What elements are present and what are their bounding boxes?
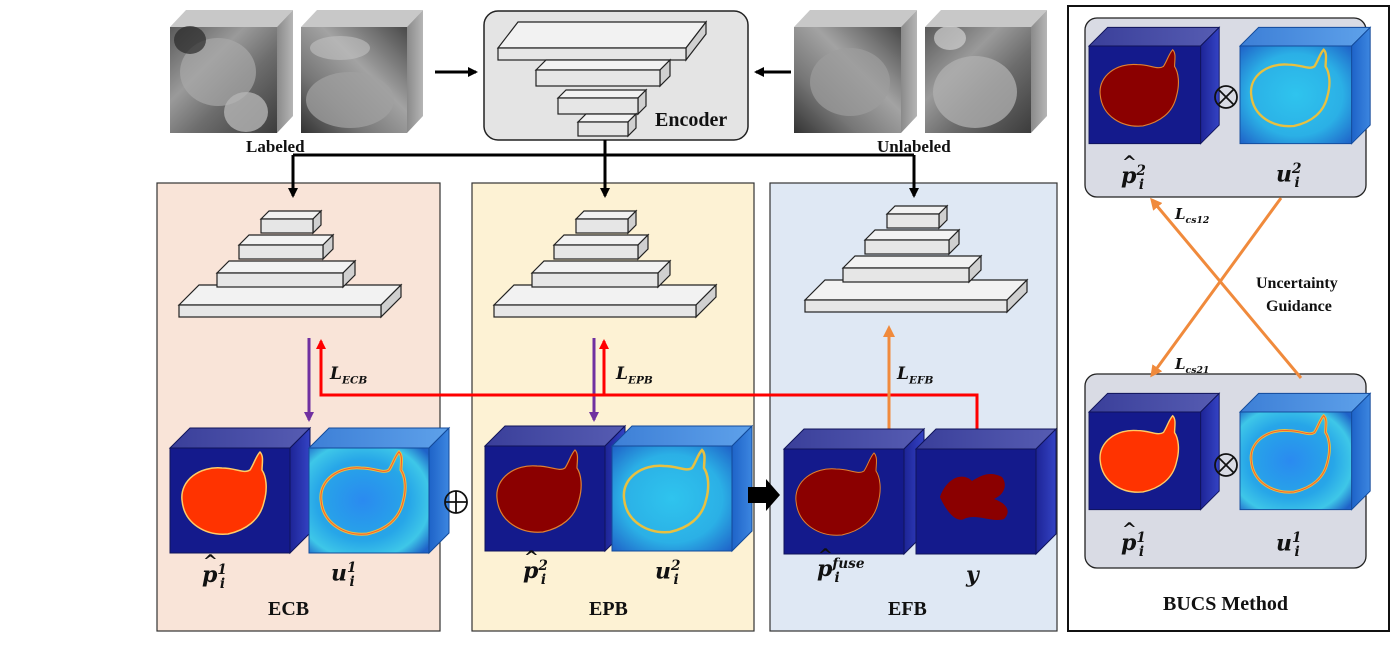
bucs-bottom-uncertainty-cube (1239, 392, 1371, 511)
epb-uncertainty-cube (611, 425, 753, 552)
ecb-prediction-label: p1i (202, 551, 227, 591)
tensor-product-operator-bottom (1214, 453, 1238, 477)
bucs-top-uncertainty-cube (1239, 26, 1371, 145)
uncertainty-guidance-label-line1: Uncertainty (1256, 275, 1338, 292)
supervision-line (316, 339, 979, 431)
bucs-method-title: BUCS Method (1163, 593, 1289, 615)
efb-name: EFB (888, 598, 927, 620)
ecb-loss-label: LECB (330, 364, 368, 387)
bucs-bottom-prediction-label: p1i (1121, 519, 1146, 559)
cs12-arrow (1150, 197, 1303, 379)
unlabeled-label: Unlabeled (877, 137, 951, 156)
encoder-layers (496, 20, 708, 138)
fuse-block-arrow (748, 479, 780, 511)
bucs-top-uncertainty-label: u2i (1276, 161, 1302, 191)
encoder-label: Encoder (655, 109, 728, 131)
efb-loss-label: LEFB (897, 364, 934, 387)
epb-name: EPB (589, 598, 628, 620)
bucs-top-prediction-label: p2i (1121, 152, 1146, 192)
uncertainty-guidance-label-line2: Guidance (1266, 298, 1332, 315)
efb-fused-prediction-label: pfusei (817, 545, 865, 585)
labeled-mri-volume-2 (301, 10, 423, 133)
efb-ground-truth-label: y (966, 562, 979, 588)
ecb-uncertainty-label: u1i (331, 560, 357, 590)
epb-uncertainty-label: u2i (655, 558, 681, 588)
efb-ground-truth-cube (915, 428, 1057, 555)
labeled-label: Labeled (246, 137, 305, 156)
cs12-loss-label: Lcs12 (1175, 205, 1210, 226)
epb-prediction-label: p2i (523, 547, 548, 587)
bucs-bottom-uncertainty-label: u1i (1276, 530, 1302, 560)
ecb-name: ECB (268, 598, 310, 620)
epb-prediction-cube (484, 425, 626, 552)
direct-sum-operator (444, 490, 468, 514)
cs21-arrow (1150, 197, 1283, 378)
bucs-bottom-prediction-cube (1088, 392, 1220, 511)
labeled-mri-volume-1 (170, 10, 293, 133)
tensor-product-operator-top (1214, 85, 1238, 109)
bucs-top-prediction-cube (1088, 26, 1220, 145)
unlabeled-mri-volume-2 (925, 10, 1047, 133)
ecb-prediction-cube (169, 427, 311, 554)
encoder-to-decoders-arrows (288, 140, 919, 198)
unlabeled-mri-volume-1 (794, 10, 917, 133)
efb-fused-prediction-cube (783, 428, 925, 555)
ecb-uncertainty-cube (308, 427, 450, 554)
cs21-loss-label: Lcs21 (1175, 355, 1210, 376)
epb-loss-label: LEPB (616, 364, 653, 387)
